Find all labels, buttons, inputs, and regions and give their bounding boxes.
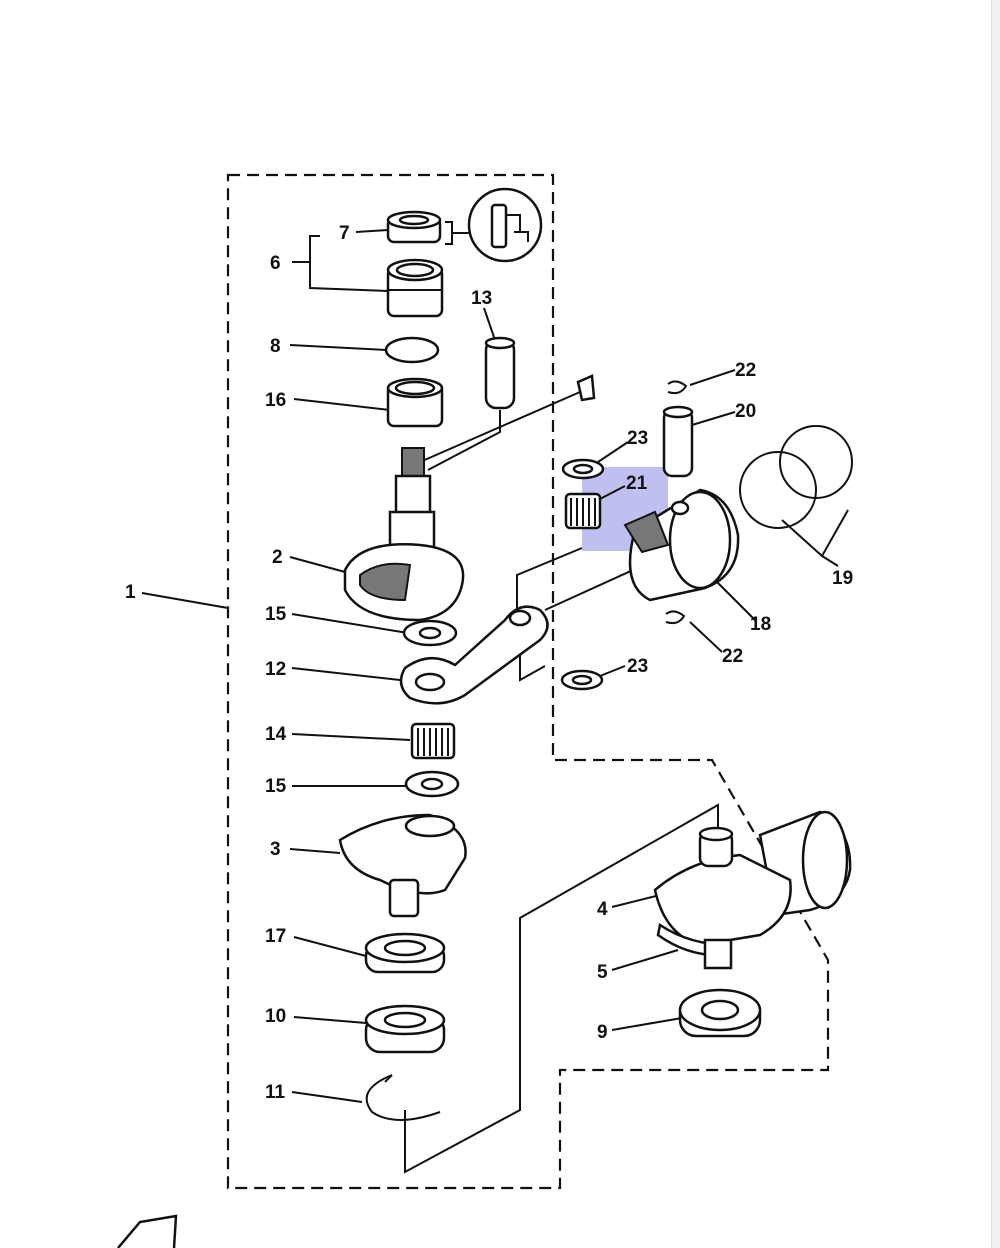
part-14-needle-bearing bbox=[410, 722, 456, 760]
part-23-washer-upper bbox=[561, 458, 605, 480]
grease-symbol-icon bbox=[445, 187, 543, 263]
page-edge bbox=[991, 0, 1000, 1248]
part-key bbox=[576, 374, 596, 402]
part-10-bearing bbox=[364, 1004, 446, 1054]
label-part-18: 18 bbox=[750, 614, 771, 635]
label-part-15-upper: 15 bbox=[265, 604, 287, 625]
label-part-9: 9 bbox=[597, 1022, 608, 1043]
part-9-bearing bbox=[678, 988, 762, 1038]
part-12-connecting-rod bbox=[399, 605, 549, 705]
part-15-washer-lower bbox=[404, 770, 460, 798]
label-part-13: 13 bbox=[471, 288, 492, 309]
label-part-22-lower: 22 bbox=[722, 646, 743, 667]
assembly-boundary bbox=[226, 173, 830, 1190]
label-part-21: 21 bbox=[626, 473, 648, 494]
label-part-14: 14 bbox=[265, 724, 287, 745]
label-part-3: 3 bbox=[270, 839, 281, 860]
label-part-12: 12 bbox=[265, 659, 286, 680]
label-part-10: 10 bbox=[265, 1006, 286, 1027]
leader-lines bbox=[141, 229, 849, 1174]
part-16-bush bbox=[386, 377, 444, 428]
label-part-11: 11 bbox=[265, 1082, 286, 1103]
part-18-piston bbox=[623, 488, 740, 602]
part-22-clip-lower bbox=[665, 610, 686, 625]
part-20-piston-pin bbox=[662, 405, 694, 478]
part-19-piston-rings bbox=[739, 425, 853, 529]
part-4-5-assembly bbox=[653, 810, 852, 970]
label-part-4: 4 bbox=[597, 899, 608, 920]
part-22-clip-upper bbox=[667, 380, 688, 395]
label-part-1: 1 bbox=[125, 582, 136, 603]
label-part-20: 20 bbox=[735, 401, 756, 422]
part-17-bearing bbox=[364, 932, 446, 974]
label-part-6: 6 bbox=[270, 253, 281, 274]
part-2-crankshaft-upper bbox=[343, 447, 465, 622]
label-part-5: 5 bbox=[597, 962, 608, 983]
label-part-8: 8 bbox=[270, 336, 281, 357]
part-3-crankshaft-lower bbox=[338, 813, 467, 918]
label-part-16: 16 bbox=[265, 390, 286, 411]
label-part-22-upper: 22 bbox=[735, 360, 756, 381]
label-part-19: 19 bbox=[832, 568, 853, 589]
part-21-needle-bearing bbox=[564, 492, 602, 530]
label-part-17: 17 bbox=[265, 926, 286, 947]
part-8-o-ring bbox=[384, 336, 440, 364]
label-part-2: 2 bbox=[272, 547, 283, 568]
part-23-washer-lower bbox=[560, 669, 604, 691]
label-part-23-upper: 23 bbox=[627, 428, 648, 449]
label-part-15-lower: 15 bbox=[265, 776, 287, 797]
part-13-pin bbox=[484, 336, 516, 410]
part-6-bush bbox=[386, 258, 444, 318]
part-15-washer-upper bbox=[402, 619, 458, 647]
part-7-oil-seal bbox=[386, 210, 442, 244]
label-part-23-lower: 23 bbox=[627, 656, 648, 677]
part-labels: 1 2 3 4 5 6 7 8 9 10 11 12 13 14 15 15 1… bbox=[125, 223, 853, 1103]
fwd-arrow-icon bbox=[117, 1214, 178, 1248]
part-11-circlip bbox=[365, 1074, 441, 1121]
label-part-7: 7 bbox=[339, 223, 350, 244]
